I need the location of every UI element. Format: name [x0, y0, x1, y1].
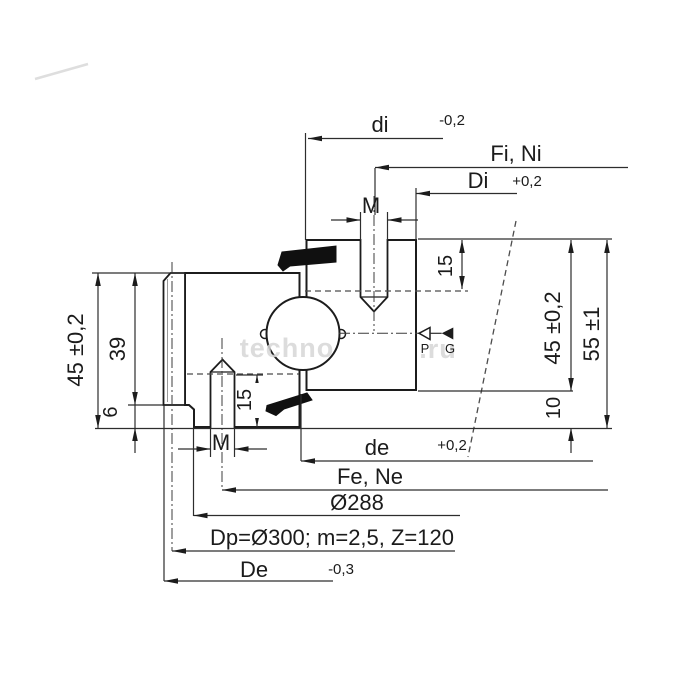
gear-data-note: Dp=Ø300; m=2,5, Z=120 — [210, 525, 454, 550]
arrow — [387, 217, 402, 223]
arrow — [375, 164, 389, 171]
arrow — [164, 578, 178, 584]
seal-upper — [277, 245, 337, 272]
dim-label: M — [212, 430, 230, 455]
arrow — [95, 415, 101, 428]
dim-45-right: 45 ±0,2 — [540, 240, 574, 391]
dim-d288: Ø288 — [192, 428, 460, 519]
arrow — [459, 240, 465, 253]
grease-p-label: P — [421, 341, 430, 356]
dim-di: di -0,2 — [304, 112, 465, 240]
dim-label: Ø288 — [330, 490, 384, 515]
arrow — [459, 276, 465, 289]
dim-label: 10 — [543, 397, 565, 419]
arrow — [416, 190, 430, 197]
watermark-text-right: .ru — [419, 334, 457, 364]
dim-de: de +0,2 — [300, 394, 593, 464]
dim-label: Di — [468, 168, 489, 193]
dim-label: de — [365, 435, 389, 460]
dim-39-left: 39 — [105, 273, 138, 405]
arrow — [568, 378, 574, 391]
hole-fill — [210, 359, 235, 428]
arrow — [196, 446, 211, 452]
dim-55-right: 55 ±1 — [579, 240, 610, 428]
dim-label: 45 ±0,2 — [540, 291, 565, 364]
dim-label: Fi, Ni — [490, 141, 541, 166]
arrow — [234, 446, 249, 452]
grease-port-symbols: P G — [417, 326, 455, 356]
dim-label: 39 — [105, 337, 130, 361]
dim-Di: Di +0,2 — [415, 168, 542, 240]
dim-De: De -0,3 — [163, 405, 354, 584]
dim-label: M — [362, 193, 380, 218]
arrow — [172, 548, 186, 554]
dim-m-top: M — [331, 193, 418, 240]
dim-tolerance: -0,2 — [439, 112, 465, 129]
dim-label: 6 — [100, 406, 122, 417]
arrow — [193, 512, 208, 519]
grease-g-label: G — [445, 341, 455, 356]
arrow — [604, 240, 610, 253]
dim-label: 55 ±1 — [579, 307, 604, 362]
arrow — [222, 487, 236, 493]
scan-smudge — [34, 62, 89, 81]
dim-tolerance: -0,3 — [328, 561, 354, 578]
arrow — [568, 428, 574, 441]
grease-g-triangle-icon — [441, 327, 454, 340]
dim-label: 15 — [234, 389, 256, 411]
dim-fi-ni: Fi, Ni — [374, 141, 628, 215]
arrow — [132, 392, 138, 405]
dim-depth-top: 15 — [435, 240, 465, 289]
dim-tolerance: +0,2 — [437, 437, 467, 454]
dim-label: Fe, Ne — [337, 464, 403, 489]
dim-tolerance: +0,2 — [512, 173, 542, 190]
arrow — [346, 217, 361, 223]
dim-gear-pitch: Dp=Ø300; m=2,5, Z=120 — [172, 525, 455, 554]
gear-teeth-strip — [162, 272, 186, 406]
dim-fe-ne: Fe, Ne — [222, 464, 608, 493]
arrow — [132, 428, 138, 441]
dim-label: 45 ±0,2 — [63, 313, 88, 386]
dim-label: di — [371, 112, 388, 137]
arrow — [604, 415, 610, 428]
dim-label: De — [240, 557, 268, 582]
arrow — [132, 273, 138, 286]
dim-45-left: 45 ±0,2 — [63, 273, 101, 428]
watermark-text-left: techno — [240, 333, 335, 363]
dim-depth-bottom: 15 — [234, 374, 263, 427]
arrow — [95, 273, 101, 286]
label-backing — [240, 383, 261, 418]
dim-6-left: 6 — [100, 405, 138, 453]
arrow — [308, 135, 322, 142]
arrow — [568, 240, 574, 253]
arrow — [301, 458, 315, 464]
dim-m-bottom: M — [178, 428, 267, 457]
break-line — [467, 220, 517, 458]
dim-10-right: 10 — [543, 397, 574, 453]
dim-label: 15 — [435, 255, 457, 277]
